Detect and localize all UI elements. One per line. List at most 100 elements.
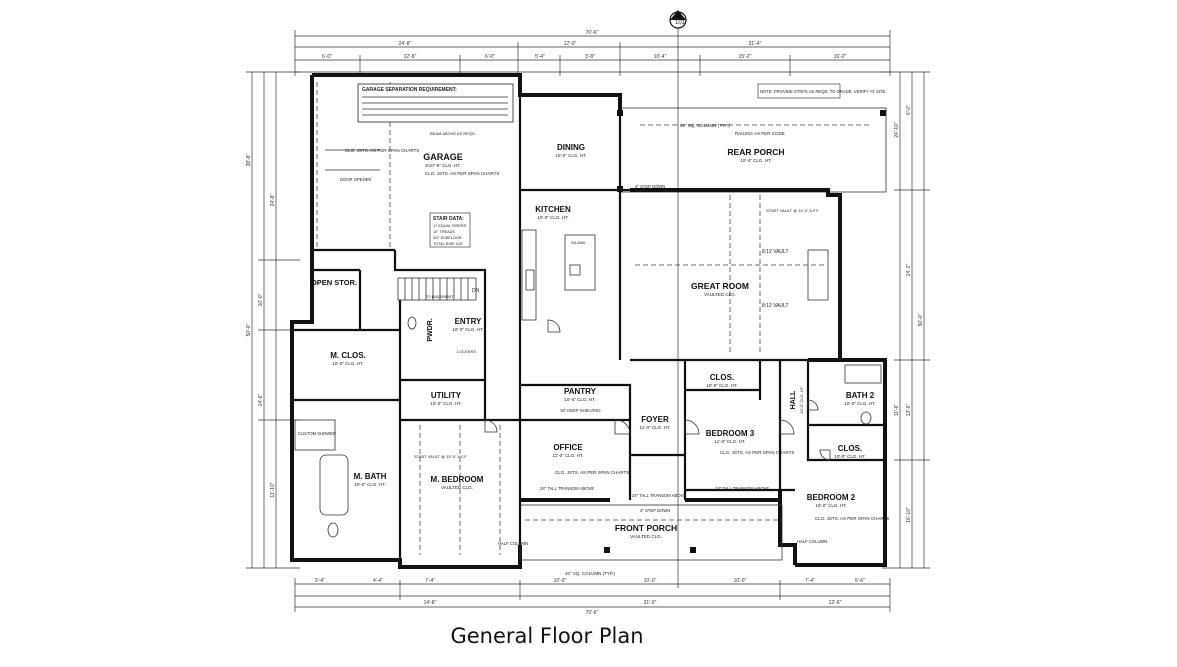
room-pantry-sub: 10'-0" CLG. HT.	[564, 397, 595, 402]
room-front-porch-name: FRONT PORCH	[615, 523, 677, 533]
bottom-dimensions: 70'-6" 14'-8" 31'-0" 12'-6" 5'-4" 4'-4" …	[294, 578, 891, 616]
room-great-room: GREAT ROOM VAULTED CLG.	[691, 281, 749, 297]
dim-right-1: 24'-10"	[894, 122, 900, 138]
room-front-porch: FRONT PORCH VAULTED CLG.	[615, 523, 677, 539]
note-front-column: 10" SQ. COLUMN (TYP.)	[565, 571, 616, 576]
stair-data: STAIR DATA: 17 EQUAL RISERS 10" TREADS 3…	[429, 212, 471, 248]
room-kitchen-sub: 10'-0" CLG. HT.	[537, 215, 568, 220]
room-kitchen: KITCHEN 10'-0" CLG. HT.	[535, 205, 571, 220]
room-m-bedroom: M. BEDROOM VAULTED CLG.	[431, 475, 484, 490]
dim-bottom-sub-4: 10'-0"	[554, 578, 567, 584]
note-beam-above: BEAM ABOVE AS REQD.	[430, 131, 476, 136]
note-start-vault-1: START VAULT @ 10'-0" A.F.F.	[766, 208, 819, 213]
room-m-clos-sub: 10'-0" CLG. HT.	[332, 361, 363, 366]
dim-bottom-seg-3: 12'-6"	[829, 600, 842, 606]
note-start-vault-2: START VAULT @ 10'-0" A.F.F.	[414, 454, 467, 459]
exterior-walls	[290, 73, 887, 569]
dim-bottom-sub-1: 5'-4"	[315, 578, 325, 584]
room-clos-a-sub: 10'-0" CLG. HT.	[706, 383, 737, 388]
note-vault-2: 8:12 VAULT	[762, 303, 789, 309]
note-lockers: LOCKERS	[457, 349, 476, 354]
stair-line-1: 17 EQUAL RISERS	[433, 224, 467, 228]
room-kitchen-name: KITCHEN	[535, 205, 571, 214]
room-pantry-name: PANTRY	[564, 387, 597, 396]
dim-top-seg-2: 12'-0"	[564, 41, 577, 47]
room-entry-name: ENTRY	[455, 317, 482, 326]
dim-right-7: 16'-10"	[906, 507, 912, 523]
dim-right-6: 13'-6"	[906, 403, 912, 416]
dim-top-sub-8: 16'-2"	[834, 54, 847, 60]
kitchen-island-shape	[564, 234, 596, 291]
room-pwdr: PWDR.	[427, 318, 434, 341]
rear-note-text: NOTE: PROVIDE STEPS AS REQD. TO GRADE. V…	[760, 89, 886, 94]
room-rear-porch-sub: 10'-4" CLG. HT.	[740, 158, 771, 163]
room-hall: HALL 10'-0" CLG. HT.	[790, 386, 804, 414]
room-rear-porch: REAR PORCH 10'-4" CLG. HT.	[727, 147, 784, 163]
room-foyer: FOYER 11'-0" CLG. HT.	[640, 415, 671, 430]
room-clos-b: CLOS. 10'-0" CLG. HT.	[834, 444, 865, 459]
top-dimensions: 70'-6" 24'-8" 12'-0" 31'-4" 6'-0" 12'-8"…	[294, 30, 891, 76]
room-bath-2: BATH 2 10'-0" CLG. HT.	[844, 391, 875, 406]
note-island: ISLAND	[571, 240, 586, 245]
dim-bottom-sub-7: 7'-4"	[805, 578, 815, 584]
bathtub-shape	[319, 454, 349, 516]
room-front-porch-sub: VAULTED CLG.	[630, 534, 662, 539]
dim-bottom-sub-3: 7'-4"	[425, 578, 435, 584]
right-dimensions: 24'-10" 14'-2" 11'-6" 50'-0" 6'-0" 13'-6…	[882, 71, 930, 569]
toilet-shape	[327, 522, 339, 538]
dim-left-5: 14'-6"	[258, 393, 264, 406]
room-open-stor: OPEN STOR.	[311, 278, 357, 287]
dim-top-sub-6: 10'-4"	[654, 54, 667, 60]
room-great-room-sub: VAULTED CLG.	[704, 292, 736, 297]
dim-bottom-sub-8: 5'-6"	[855, 578, 865, 584]
note-step-down-1: 4" STEP DOWN	[635, 184, 665, 189]
room-pantry: PANTRY 10'-0" CLG. HT.	[564, 387, 597, 402]
dim-bottom-sub-2: 4'-4"	[373, 578, 383, 584]
room-clos-a-name: CLOS.	[710, 373, 734, 382]
dim-left-6: 50'-0"	[246, 323, 252, 336]
note-railing: RAILING AS PER CODE	[735, 131, 785, 136]
room-bedroom-3-sub: 11'-0" CLG. HT.	[715, 439, 746, 444]
dim-left-3: 24'-8"	[270, 193, 276, 206]
dim-right-5: 6'-0"	[906, 105, 912, 115]
room-dining-name: DINING	[557, 143, 585, 152]
room-clos-b-sub: 10'-0" CLG. HT.	[834, 454, 865, 459]
note-dn: DN	[472, 288, 480, 294]
garage-sep-title: GARAGE SEPARATION REQUIREMENT:	[362, 87, 457, 93]
dim-overall-top: 70'-6"	[586, 30, 599, 36]
note-half-column-2: HALF COLUMN	[797, 539, 827, 544]
room-clos-b-name: CLOS.	[838, 444, 862, 453]
garage-separation-note: GARAGE SEPARATION REQUIREMENT:	[357, 83, 514, 123]
note-to-basement: TO BASEMENT	[425, 294, 454, 299]
note-office-joists: CLG. JSTS. AS PER SPAN CHARTS	[555, 470, 629, 475]
note-transom-1: 24" TALL TRANSOM ABOVE	[540, 486, 594, 491]
room-utility: UTILITY 10'-0" CLG. HT.	[430, 391, 461, 406]
dim-top-sub-1: 6'-0"	[322, 54, 332, 60]
room-bedroom-2-name: BEDROOM 2	[807, 493, 856, 502]
section-marker-label: 101	[675, 20, 686, 26]
room-m-bedroom-name: M. BEDROOM	[431, 475, 484, 484]
dim-bottom-seg-2: 31'-0"	[644, 600, 657, 606]
dim-top-sub-7: 15'-2"	[739, 54, 752, 60]
room-clos-a: CLOS. 10'-0" CLG. HT.	[706, 373, 737, 388]
dim-bottom-sub-5: 10'-0"	[644, 578, 657, 584]
note-garage-joists-2: CLG. JSTS. AS PER SPAN CHARTS	[345, 148, 419, 153]
note-bedroom3-joists: CLG. JSTS. AS PER SPAN CHARTS	[720, 450, 794, 455]
note-step-down-2: 4" STEP DOWN	[640, 508, 670, 513]
dim-top-sub-5: 3'-8"	[585, 54, 595, 60]
dim-right-3: 11'-6"	[894, 404, 900, 417]
room-m-bath: M. BATH 10'-0" CLG. HT.	[354, 472, 387, 487]
room-garage-name: GARAGE	[423, 152, 463, 162]
note-door-opener: DOOR OPENER	[340, 177, 371, 182]
room-foyer-name: FOYER	[641, 415, 669, 424]
room-m-bedroom-sub: VAULTED CLG.	[441, 485, 473, 490]
room-garage: GARAGE 8'10"-8" CLG. HT.	[423, 152, 463, 168]
dim-left-2: 10'-0"	[258, 293, 264, 306]
room-entry: ENTRY 10'-0" CLG. HT.	[452, 317, 483, 332]
room-utility-sub: 10'-0" CLG. HT.	[430, 401, 461, 406]
note-bedroom2-joists: CLG. JSTS. AS PER SPAN CHARTS	[815, 516, 889, 521]
stair-line-4: TOTAL RISE 120"	[433, 242, 464, 246]
stair-line-2: 10" TREADS	[433, 230, 455, 234]
dim-top-sub-2: 12'-8"	[404, 54, 417, 60]
room-bedroom-2-sub: 10'-0" CLG. HT.	[815, 503, 846, 508]
